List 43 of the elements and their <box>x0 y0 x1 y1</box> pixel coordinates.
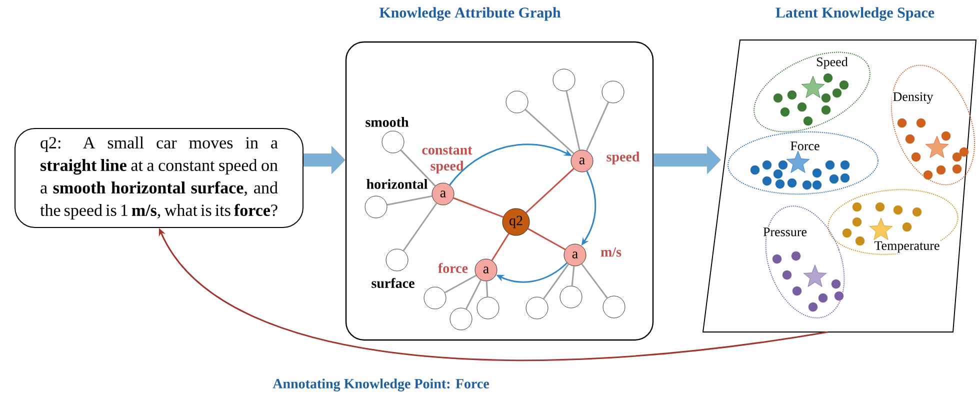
connector-line <box>491 233 510 261</box>
node-label: smooth <box>364 116 410 128</box>
connector-line <box>444 274 477 294</box>
connector-line <box>571 266 575 286</box>
empty-circle <box>560 286 582 308</box>
empty-circle <box>382 130 404 154</box>
connector-line <box>400 150 436 186</box>
node-label: surface <box>370 276 416 289</box>
panel-title: Knowledge Attribute Graph <box>379 7 561 21</box>
empty-circle <box>386 248 408 272</box>
empty-circle <box>506 90 528 114</box>
node-label: speed <box>605 150 641 166</box>
connector-line <box>581 264 608 298</box>
question-box: q2: A small car moves in a straight line at a constant speed on a smooth horizontal surface, and the speed is 1 m/s, what is its force? <box>14 128 304 228</box>
empty-circle <box>526 296 548 320</box>
question-node: q2 <box>502 208 530 236</box>
connector-line <box>453 197 504 218</box>
edge-label: Annotating Knowledge Point: Force <box>272 378 490 392</box>
connector-line <box>402 202 438 252</box>
attribute-node: a <box>432 182 454 206</box>
connector-line <box>465 280 482 310</box>
connector-line <box>542 264 570 300</box>
empty-circle <box>450 308 472 330</box>
empty-circle <box>602 80 624 104</box>
connector-line <box>526 168 574 214</box>
connector-line <box>486 281 488 297</box>
attribute-node: a <box>564 244 586 266</box>
attribute-node: a <box>474 258 498 282</box>
empty-circle <box>424 286 446 310</box>
connector-line <box>528 228 566 250</box>
empty-circle <box>364 196 388 218</box>
empty-circle <box>552 68 576 92</box>
node-label: constant speed <box>417 146 477 174</box>
panel-title: Latent Knowledge Space <box>776 7 934 21</box>
node-label: horizontal <box>365 178 429 190</box>
empty-circle <box>476 296 500 320</box>
empty-circle <box>602 296 626 318</box>
connector-line <box>566 90 580 150</box>
connector-line <box>386 195 432 206</box>
node-label: m/s <box>600 246 622 258</box>
connector-line <box>524 108 574 154</box>
attribute-node: a <box>570 150 594 172</box>
connector-line <box>586 102 610 152</box>
